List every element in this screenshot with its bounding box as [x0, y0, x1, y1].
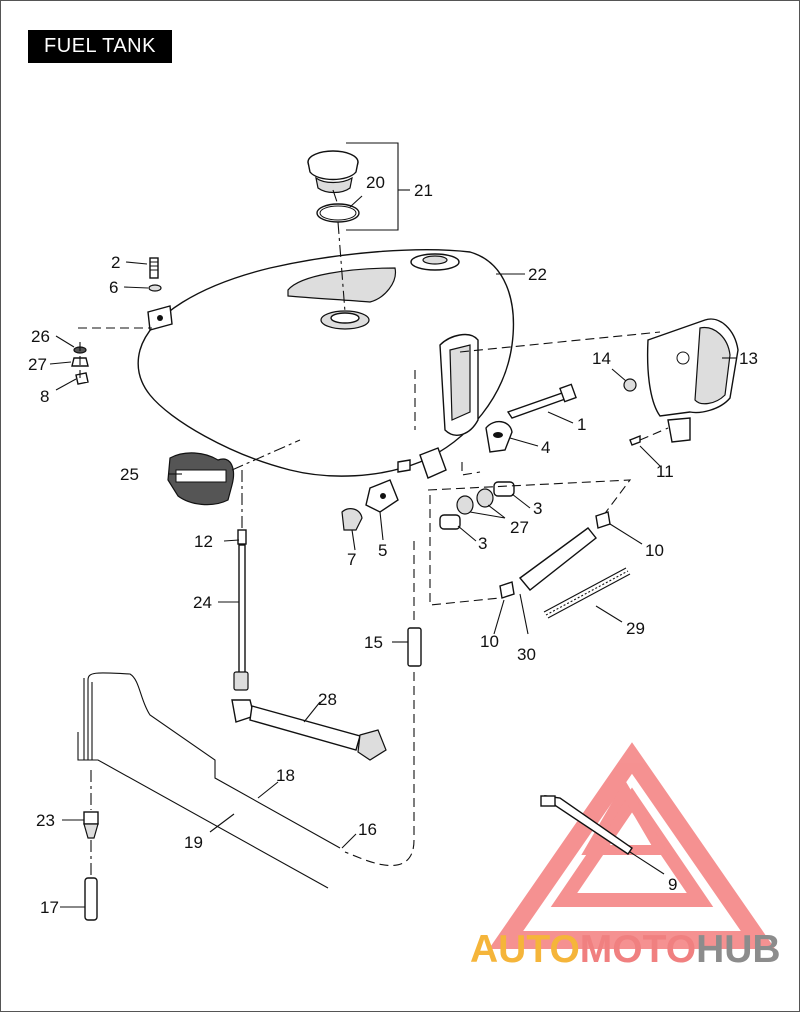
callout-6: 6	[109, 278, 118, 297]
mount-bolt-1	[506, 383, 577, 419]
fuel-valve-23	[83, 811, 99, 839]
callout-3-upper: 3	[533, 499, 542, 518]
fuel-cap	[307, 150, 359, 194]
front-mount-dashline	[78, 327, 152, 378]
callout-12: 12	[194, 532, 213, 551]
fuel-hose-30	[518, 527, 597, 591]
bar-shield-medallion	[167, 452, 235, 506]
cap-nut-7	[341, 508, 363, 531]
watermark-moto: MOTO	[579, 928, 697, 971]
rear-mount-dashline	[414, 370, 632, 606]
callout-15: 15	[364, 633, 383, 652]
callout-22: 22	[528, 265, 547, 284]
callout-8: 8	[40, 387, 49, 406]
nut-8	[75, 372, 89, 385]
hose-clamp-10-upper	[595, 511, 611, 529]
callout-11: 11	[656, 462, 674, 481]
callout-21: 21	[414, 181, 433, 200]
hose-clamp-10-lower	[499, 581, 515, 599]
callout-9: 9	[668, 875, 677, 894]
grommet-27-rear	[456, 488, 494, 515]
screw-dashline	[639, 427, 669, 441]
bracket-19	[77, 732, 329, 889]
bracket-dashline	[461, 462, 481, 476]
callout-27-rear: 27	[510, 518, 529, 537]
side-cover-13	[646, 318, 739, 443]
callout-2: 2	[111, 253, 120, 272]
hose-route-dashline	[344, 540, 415, 867]
callout-16: 16	[358, 820, 377, 839]
callout-28: 28	[318, 690, 337, 709]
callout-7: 7	[347, 550, 356, 569]
callout-25: 25	[120, 465, 139, 484]
callout-17: 17	[40, 898, 59, 917]
page-title: FUEL TANK	[28, 30, 172, 63]
callout-19: 19	[184, 833, 203, 852]
watermark-hub: HUB	[696, 928, 781, 971]
front-bolt-2	[149, 257, 159, 279]
callout-20: 20	[366, 173, 385, 192]
spacer-3-upper	[493, 481, 515, 497]
spacer-3-lower	[439, 514, 461, 530]
fitting-17	[84, 877, 98, 921]
callout-30: 30	[517, 645, 536, 664]
cover-dashline	[459, 331, 661, 353]
callout-10-upper: 10	[645, 541, 664, 560]
cap-gasket	[316, 203, 360, 223]
callout-26: 26	[31, 327, 50, 346]
callout-18: 18	[276, 766, 295, 785]
spacer-15	[407, 627, 422, 667]
cable-strap-9	[540, 795, 633, 855]
callout-10-lower: 10	[480, 632, 499, 651]
fuel-tank-body	[137, 249, 515, 479]
watermark-wordmark: AUTOMOTOHUB	[470, 928, 781, 972]
drain-tube-outline	[83, 678, 93, 760]
callout-14: 14	[592, 349, 611, 368]
callout-13: 13	[739, 349, 758, 368]
drain-tube-18	[87, 672, 341, 849]
callout-5: 5	[378, 541, 387, 560]
cap-centerline	[332, 189, 346, 313]
callout-labels: 1 2 3 3 4 5 6 7 8 9 10 10 11 12 13 14 15…	[28, 173, 758, 917]
callout-24: 24	[193, 593, 212, 612]
leader-lines	[49, 195, 736, 908]
screw-11	[629, 434, 641, 446]
callout-1: 1	[577, 415, 586, 434]
spring-29	[543, 567, 631, 619]
nut-14	[623, 378, 637, 392]
watermark-auto: AUTO	[470, 928, 580, 971]
callout-23: 23	[36, 811, 55, 830]
callout-4: 4	[541, 438, 550, 457]
sender-rod-24	[233, 529, 249, 691]
callout-3-lower: 3	[478, 534, 487, 553]
fuel-line-28	[231, 699, 387, 761]
callout-27-front: 27	[28, 355, 47, 374]
bracket-21	[346, 142, 399, 231]
washer-6	[148, 284, 162, 292]
callout-29: 29	[626, 619, 645, 638]
